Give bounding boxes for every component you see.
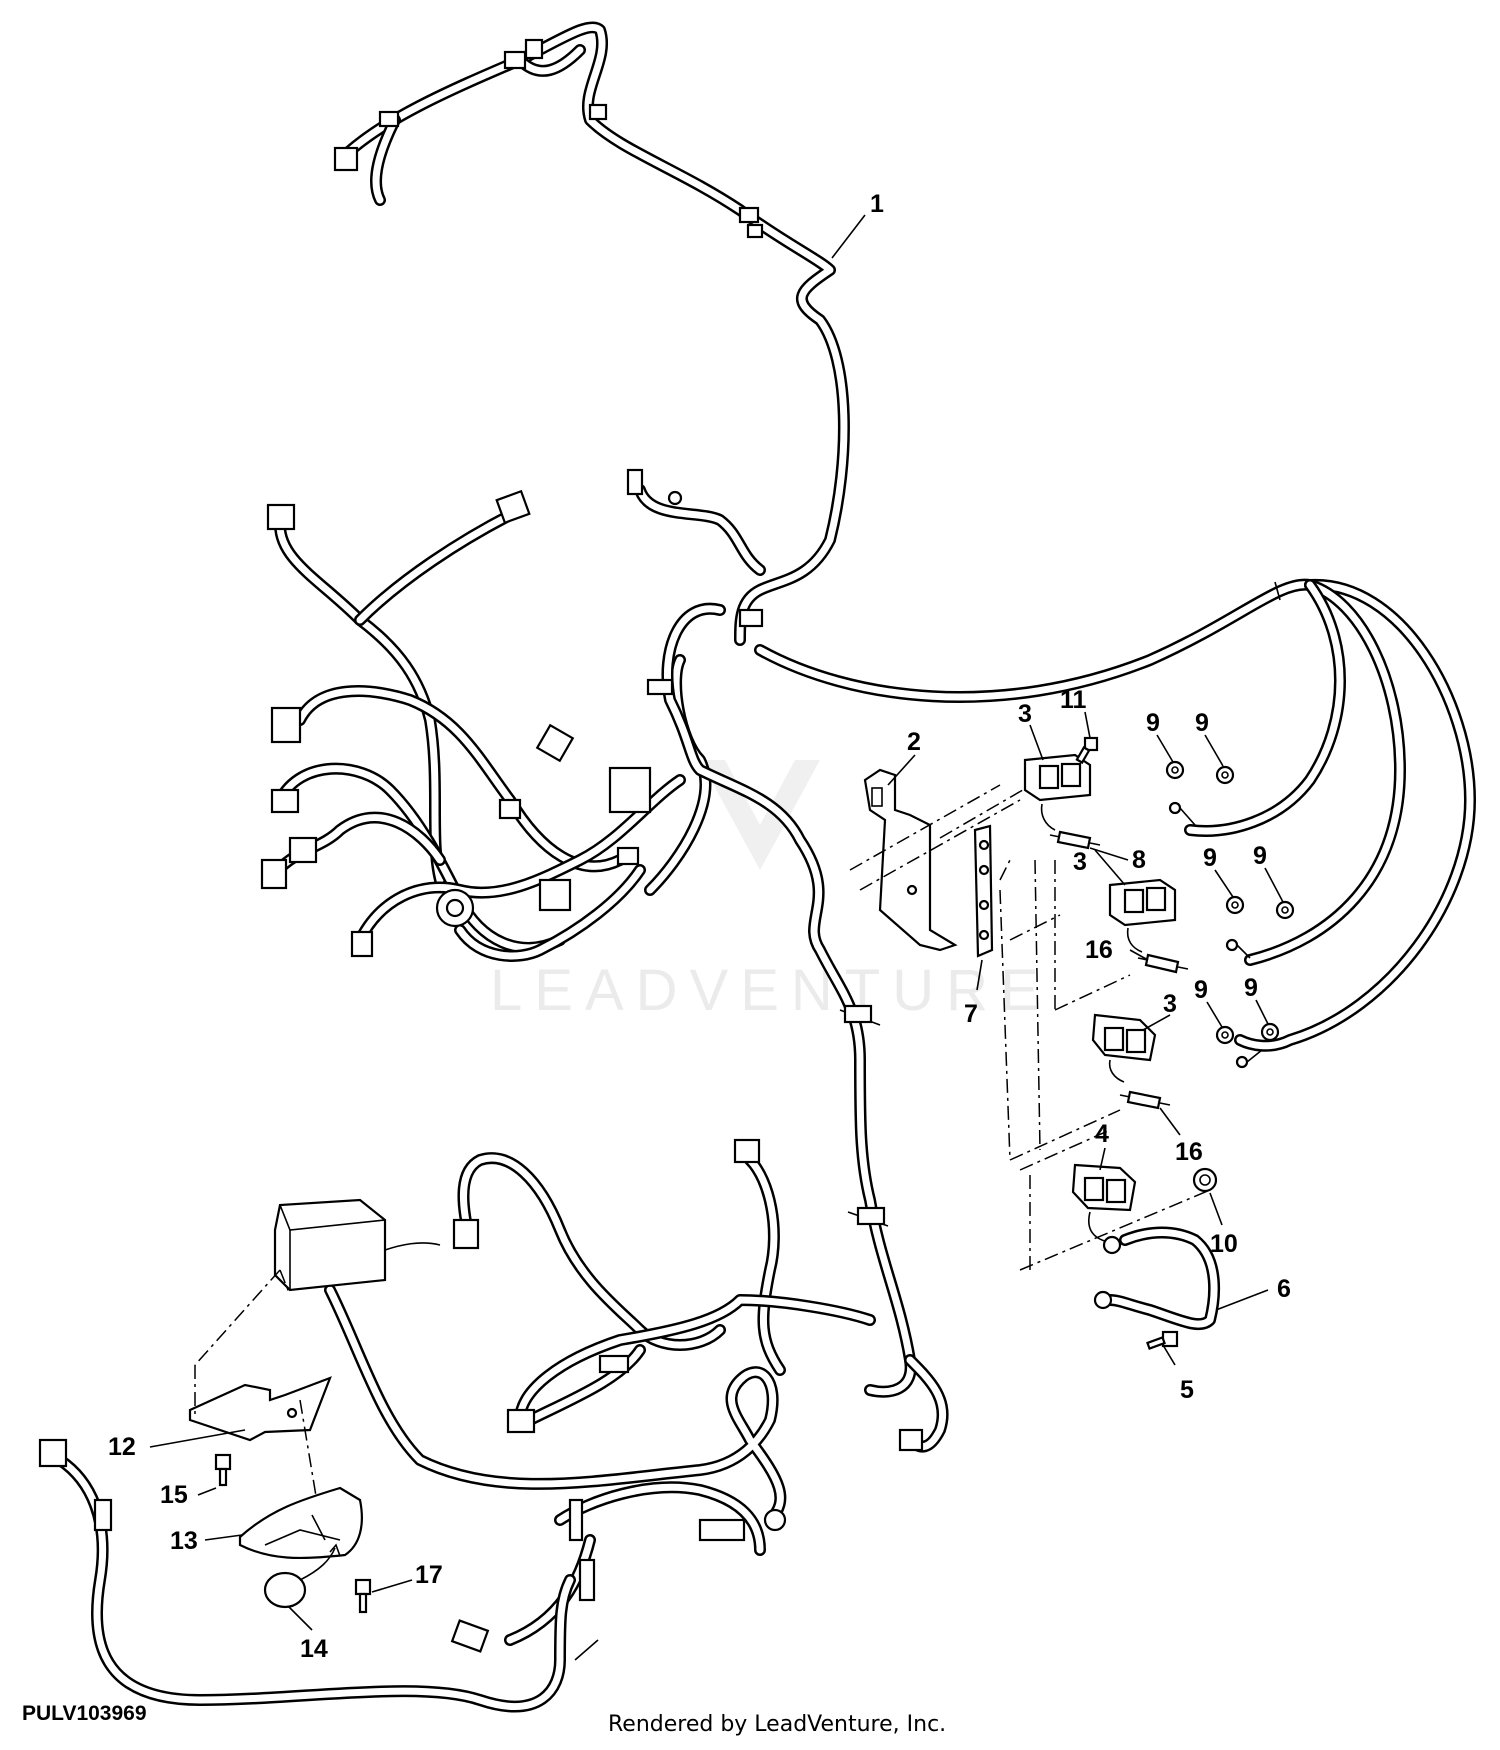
diagram-id: PULV103969 (22, 1702, 147, 1725)
diode-8 (1049, 830, 1101, 850)
callout-3b: 3 (1073, 848, 1087, 876)
relay-3b (1108, 878, 1177, 953)
callout-9b: 9 (1195, 709, 1209, 737)
callout-9c: 9 (1203, 844, 1217, 872)
callout-4: 4 (1095, 1120, 1109, 1148)
screw-5 (1146, 1330, 1179, 1350)
bracket-2 (863, 768, 958, 952)
cover-13 (238, 1486, 363, 1560)
callout-14: 14 (300, 1635, 328, 1663)
relay-3a (1023, 753, 1092, 831)
screw-15 (214, 1453, 232, 1487)
nut-10 (1192, 1167, 1218, 1193)
render-credit: Rendered by LeadVenture, Inc. (608, 1712, 947, 1737)
harness-trunk (646, 602, 949, 1453)
screw-17 (354, 1578, 372, 1614)
callout-16a: 16 (1085, 936, 1113, 964)
callout-10: 10 (1210, 1230, 1238, 1258)
plate-7 (849, 779, 1211, 1271)
relay-3c (1091, 1013, 1157, 1083)
callout-9e: 9 (1194, 976, 1208, 1004)
callout-15: 15 (160, 1481, 188, 1509)
callout-17: 17 (415, 1561, 443, 1589)
callout-6: 6 (1277, 1275, 1291, 1303)
callout-9a: 9 (1146, 709, 1160, 737)
nuts-9 (1165, 760, 1295, 1045)
watermark-text: LEADVENTURE (490, 958, 1051, 1023)
callout-8: 8 (1132, 846, 1146, 874)
relay-4 (1071, 1163, 1137, 1243)
callout-12: 12 (108, 1433, 136, 1461)
harness-left-cluster (260, 489, 712, 962)
callouts: 1 2 3 3 3 4 5 6 7 8 9 9 9 9 9 9 10 (108, 190, 1291, 1663)
control-module (273, 1198, 441, 1292)
clamp-14 (263, 1543, 341, 1609)
callout-16b: 16 (1175, 1138, 1203, 1166)
bracket-12 (188, 1269, 332, 1521)
callout-11: 11 (1060, 686, 1087, 714)
callout-3a: 3 (1018, 700, 1032, 728)
screw-11 (1075, 736, 1099, 765)
harness-1 (333, 21, 1476, 1069)
callout-2: 2 (907, 728, 921, 756)
callout-13: 13 (170, 1527, 198, 1555)
callout-1: 1 (870, 190, 884, 218)
diode-16a (1137, 953, 1189, 974)
callout-7: 7 (964, 1000, 978, 1028)
harness-lower (324, 1138, 876, 1661)
diode-16b (1119, 1090, 1171, 1110)
cable-6 (1093, 1226, 1221, 1331)
harness-bottom-left (38, 1438, 576, 1713)
callout-5: 5 (1180, 1376, 1194, 1404)
callout-3c: 3 (1163, 990, 1177, 1018)
callout-9f: 9 (1244, 974, 1258, 1002)
callout-9d: 9 (1253, 842, 1267, 870)
